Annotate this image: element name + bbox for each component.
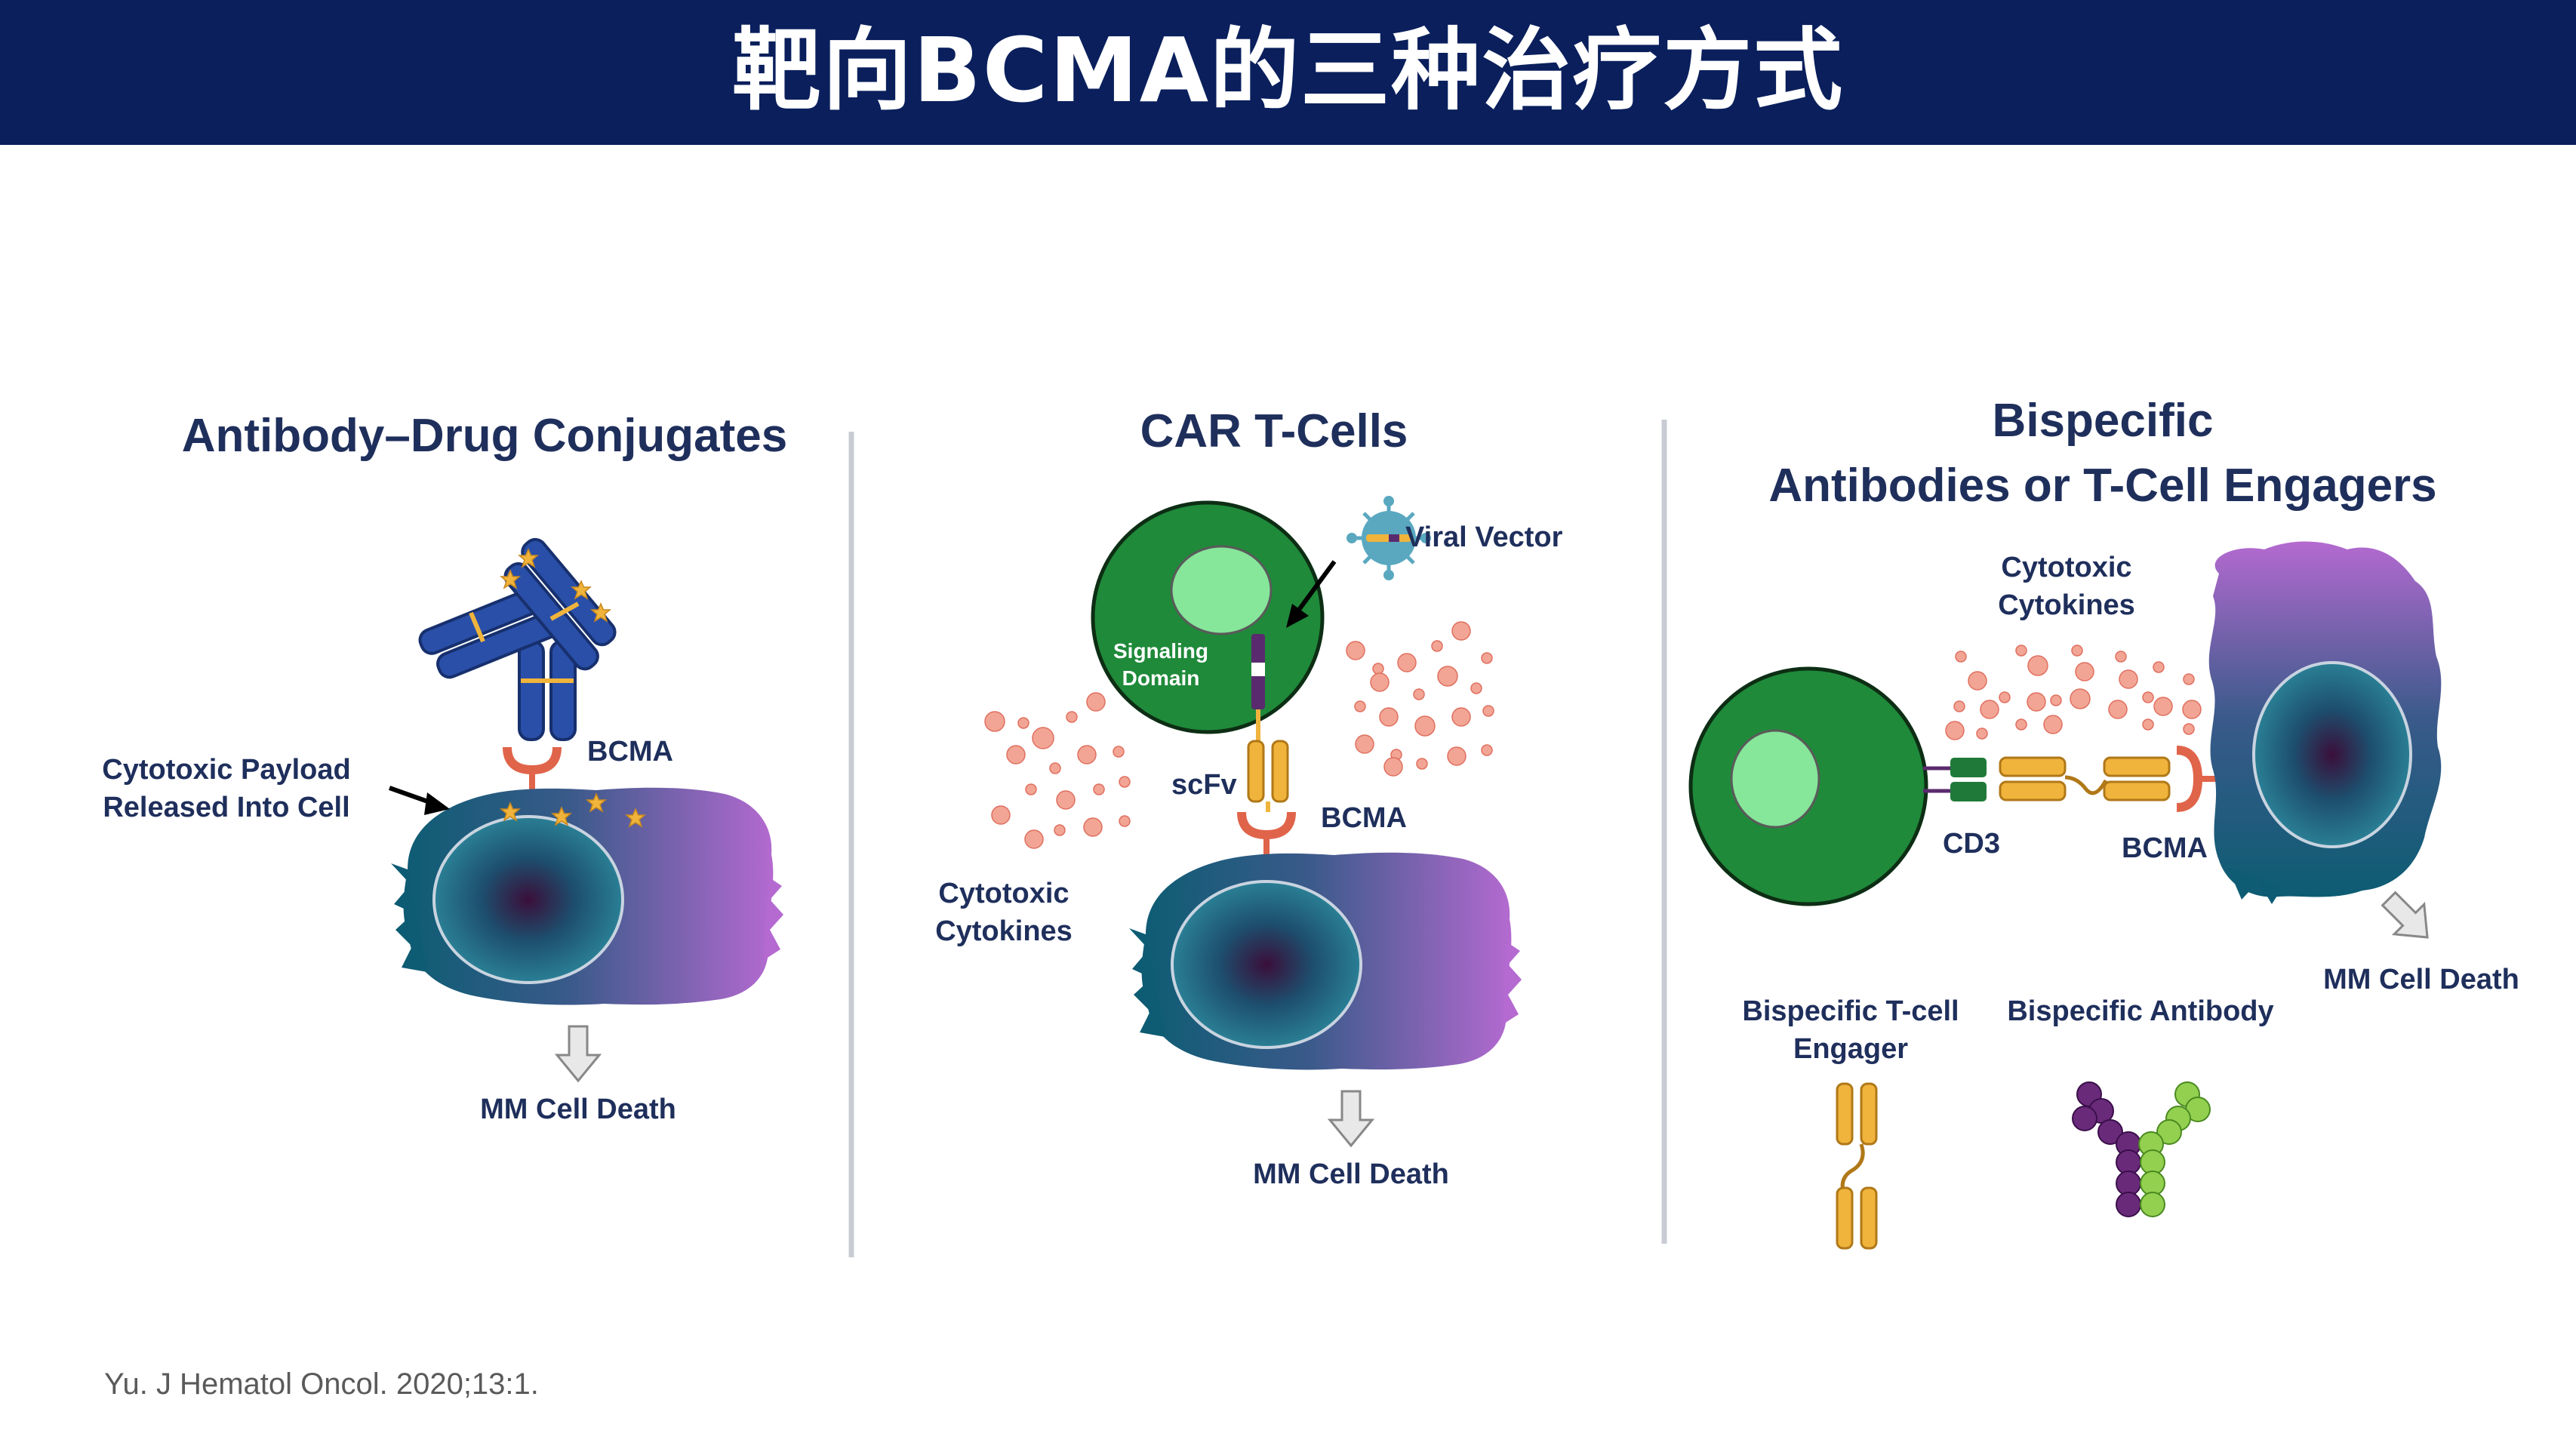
car-mm-cell [1128,851,1523,1072]
bsp-death-label: MM Cell Death [2323,964,2519,995]
bsp-death-arrow [2372,882,2444,954]
car-bcma-label: BCMA [1321,802,1407,834]
bsp-mm-cell [2208,541,2442,904]
header-bar: 靶向BCMA的三种治疗方式 [0,0,2576,145]
bsp-engager-label-2: Engager [1793,1033,1908,1065]
bsp-cytokines-label-1: Cytotoxic [2001,552,2131,583]
car-title: CAR T-Cells [1140,405,1408,457]
car-signaling-label-2: Domain [1122,666,1200,690]
bsp-antibody-label: Bispecific Antibody [2007,995,2273,1027]
car-cytokines-left [984,692,1131,849]
adc-payload-arrow [388,786,450,815]
car-scfv-label: scFv [1171,769,1237,801]
car-receptor [1247,634,1289,812]
bsp-cytokines-label-2: Cytokines [1998,589,2135,621]
page-title: 靶向BCMA的三种治疗方式 [731,18,1845,122]
adc-title: Antibody–Drug Conjugates [182,410,788,462]
car-death-label: MM Cell Death [1253,1158,1449,1190]
citation: Yu. J Hematol Oncol. 2020;13:1. [104,1367,539,1401]
adc-death-label: MM Cell Death [480,1094,676,1125]
car-death-arrow [1328,1090,1374,1147]
adc-antibody [418,537,617,741]
car-cytokines-label-2: Cytokines [935,915,1073,947]
bsp-cd3-receptor [1923,758,1987,801]
adc-payload-label-1: Cytotoxic Payload [102,754,350,786]
car-viral-vector [1346,496,1431,580]
adc-mm-cell [389,786,785,1007]
car-t-cell [1091,500,1325,734]
bsp-cd3-label: CD3 [1943,828,2000,860]
bsp-bcma-label: BCMA [2122,832,2208,864]
car-vector-arrow [1286,560,1337,628]
bsp-title-1: Bispecific [1993,395,2214,447]
bsp-antibody-icon [2072,1081,2211,1217]
bsp-t-cell [1688,666,1928,906]
car-bcma-receptor [1237,811,1296,859]
car-cytokines-right [1346,621,1494,777]
bsp-engager-bound [1999,756,2171,801]
car-viral-vector-label: Viral Vector [1405,521,1563,553]
bsp-title-2: Antibodies or T-Cell Engagers [1768,460,2436,512]
adc-bcma-label: BCMA [587,736,673,768]
bsp-engager-label-1: Bispecific T-cell [1742,995,1959,1027]
bsp-cytokines [1945,645,2202,740]
bsp-engager-icon [1836,1082,1878,1250]
car-cytokines-label-1: Cytotoxic [938,878,1069,909]
adc-payload-label-2: Released Into Cell [103,792,349,823]
car-signaling-label-1: Signaling [1113,639,1208,663]
adc-death-arrow [556,1025,601,1082]
